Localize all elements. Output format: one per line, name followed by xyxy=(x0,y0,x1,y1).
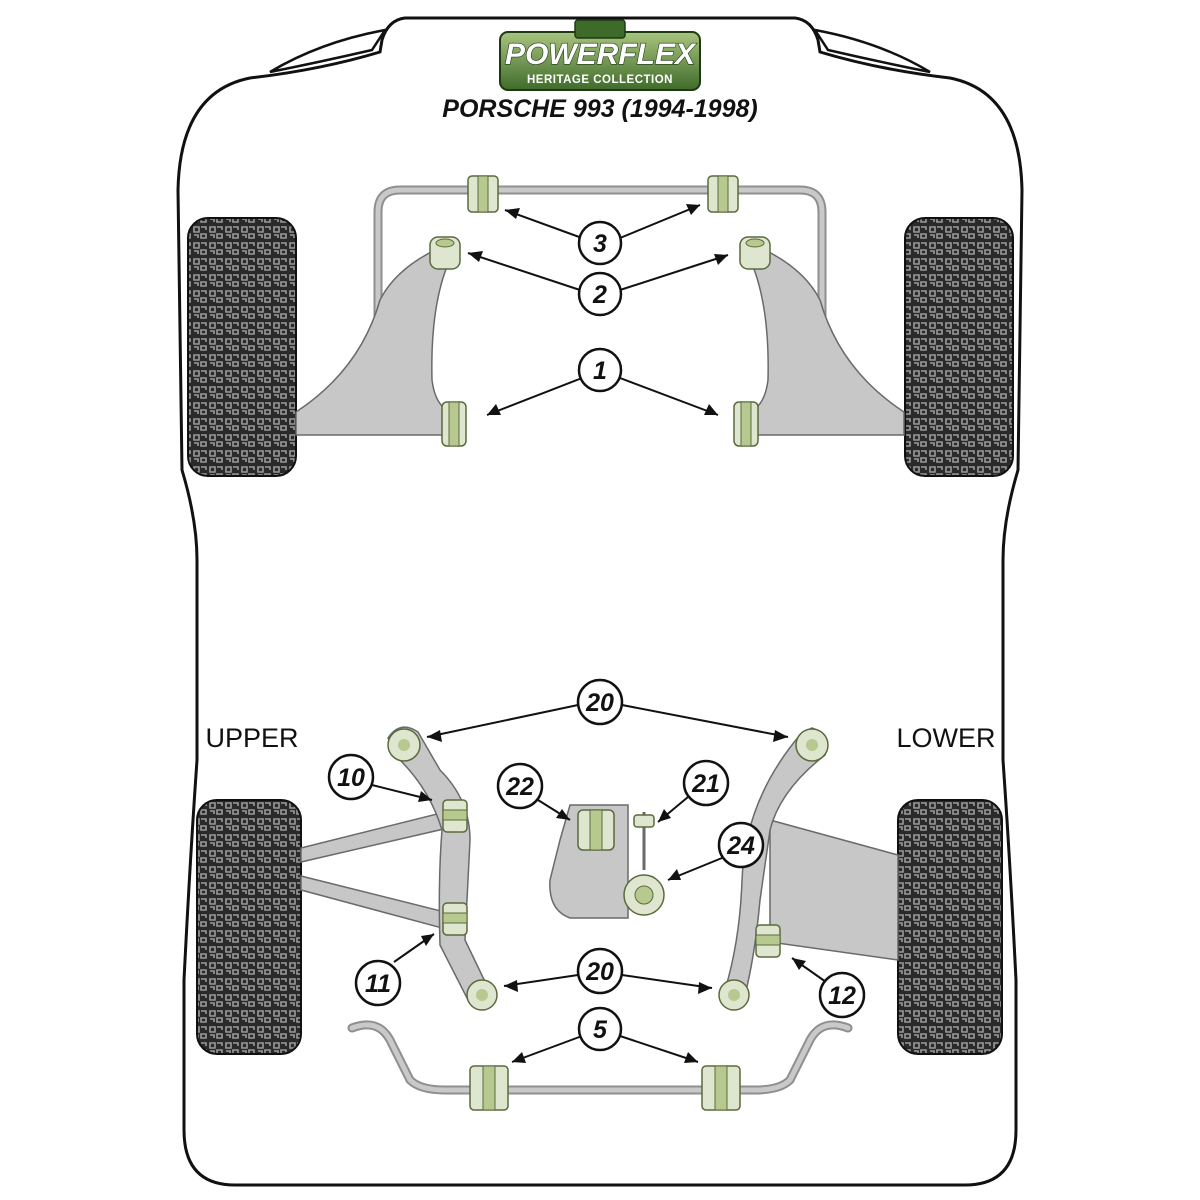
upper-label: UPPER xyxy=(205,723,298,753)
tyre-icon xyxy=(196,799,302,1055)
logo-brand-text: POWERFLEX xyxy=(505,38,697,71)
bushing-icon xyxy=(467,175,739,213)
callout-20-bottom: 20 xyxy=(576,947,624,995)
callout-20-top-label: 20 xyxy=(585,689,614,717)
bushing-icon xyxy=(441,401,759,447)
callout-11-label: 11 xyxy=(365,970,391,998)
powerflex-logo: POWERFLEX HERITAGE COLLECTION xyxy=(499,19,701,91)
callout-22-label: 22 xyxy=(505,773,534,801)
callout-24: 24 xyxy=(717,821,765,869)
tyre-icon xyxy=(897,799,1003,1055)
wishbone-icon xyxy=(769,819,899,961)
drop-link-icon xyxy=(633,812,655,870)
callout-2: 2 xyxy=(577,271,623,317)
tyre-icon xyxy=(904,217,1014,477)
bushing-icon xyxy=(429,236,771,270)
callout-22: 22 xyxy=(496,762,544,810)
callout-12-label: 12 xyxy=(828,982,856,1010)
engine-mount-icon xyxy=(549,804,629,919)
callout-11: 11 xyxy=(354,959,402,1007)
bushing-icon xyxy=(387,728,829,762)
callout-5-label: 5 xyxy=(593,1016,608,1044)
lower-label: LOWER xyxy=(896,723,995,753)
callout-24-label: 24 xyxy=(726,832,755,860)
callout-20-bottom-label: 20 xyxy=(585,958,614,986)
callout-10-label: 10 xyxy=(337,764,365,792)
tyre-icon xyxy=(187,217,297,477)
anti-roll-bar-highlight xyxy=(349,1022,851,1093)
callout-5: 5 xyxy=(577,1006,623,1052)
right-headlight xyxy=(812,28,931,74)
bushing-icon xyxy=(623,874,665,916)
bushing-icon xyxy=(469,1065,741,1111)
callout-arrows xyxy=(371,204,827,1063)
callout-1-label: 1 xyxy=(593,357,607,385)
callout-21-label: 21 xyxy=(691,770,720,798)
bushing-icon xyxy=(442,799,781,958)
diagram-title: PORSCHE 993 (1994-1998) xyxy=(442,95,757,123)
anti-roll-bar-highlight xyxy=(375,187,825,338)
callout-1: 1 xyxy=(577,347,623,393)
callout-2-label: 2 xyxy=(592,281,607,309)
bushing-icon xyxy=(466,979,750,1011)
left-headlight xyxy=(269,28,388,74)
callout-3-label: 3 xyxy=(593,230,607,258)
callout-10: 10 xyxy=(327,753,375,801)
callout-3: 3 xyxy=(577,220,623,266)
callout-12: 12 xyxy=(818,971,866,1019)
callout-20-top: 20 xyxy=(576,678,624,726)
logo-subline-text: HERITAGE COLLECTION xyxy=(527,74,673,86)
callout-21: 21 xyxy=(682,759,730,807)
